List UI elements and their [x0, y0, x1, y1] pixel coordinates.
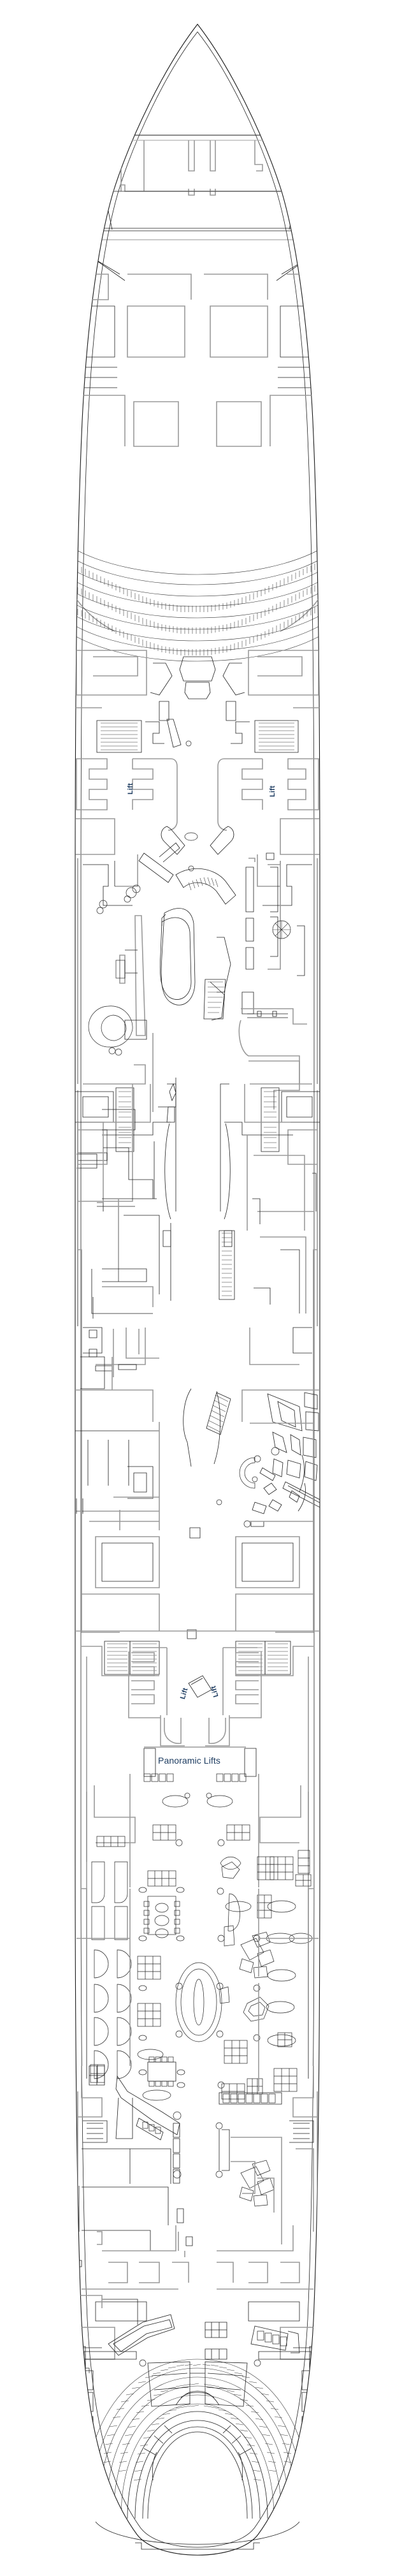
- amphitheatre-seating: [75, 2359, 320, 2538]
- forward-lift-lobby: [75, 638, 320, 855]
- lifeboat-port-3: [18, 970, 71, 1163]
- arc-seating-port: [88, 1006, 133, 1056]
- diagonal-table-cluster: [239, 1931, 275, 2207]
- lifeboat-port-1: [18, 629, 71, 779]
- casino: [75, 1326, 320, 1539]
- lifeboat-port-6: [18, 1955, 71, 2145]
- midship-lounge: [77, 842, 318, 1109]
- forward-deck-spaces: [75, 274, 320, 447]
- lifeboat-stbd-5: [324, 1728, 377, 1947]
- lifeboat-stbd-7: [324, 2149, 377, 2324]
- lifeboat-stbd-4: [324, 1524, 377, 1731]
- lifeboat-port-2: [18, 786, 71, 972]
- lifeboat-stbd-6: [324, 1955, 377, 2145]
- main-theatre: [75, 446, 320, 699]
- lifeboat-station-port: [18, 629, 76, 2324]
- lifeboat-stbd-3: [324, 970, 377, 1163]
- main-dining-room: [76, 1785, 319, 2207]
- shop-display-grid-port: [75, 1211, 76, 1286]
- lounge-seat-ovals: [137, 1893, 313, 2101]
- hull-outline: [75, 24, 320, 2556]
- lifeboat-stbd-2: [324, 786, 377, 972]
- table-grid: [90, 1824, 312, 2100]
- lobby-seat-cluster: [143, 1773, 247, 1782]
- large-round-table: [143, 1896, 180, 1938]
- lifeboat-stbd-1: [324, 629, 377, 779]
- galley-service: [75, 2056, 318, 2322]
- lifeboat-port-4: [18, 1524, 71, 1731]
- midship-lift-lobby: [75, 1530, 320, 1887]
- banquette-seating: [91, 1861, 132, 2079]
- label-panoramic-lifts: Panoramic Lifts: [158, 1755, 220, 1766]
- lifeboat-port-7: [18, 2149, 71, 2324]
- lifeboat-station-starboard: [319, 629, 377, 2324]
- label-lift-forward-port: Lift: [127, 783, 134, 794]
- shops-arcade: [75, 1033, 366, 1377]
- aft-lounge: [75, 2295, 320, 2538]
- shop-display-grid-stbd: [335, 1211, 366, 1285]
- forward-mooring-deck: [75, 135, 320, 281]
- label-lift-forward-starboard: Lift: [269, 786, 276, 797]
- atrium-oval: [175, 1962, 224, 2042]
- lifeboat-port-5: [18, 1728, 71, 1947]
- scattered-chairs: [138, 1839, 261, 2089]
- spiral-stair-stbd: [272, 920, 291, 939]
- casino-slot-bank-stbd: [239, 1392, 320, 1528]
- theatre-seating: [75, 530, 320, 699]
